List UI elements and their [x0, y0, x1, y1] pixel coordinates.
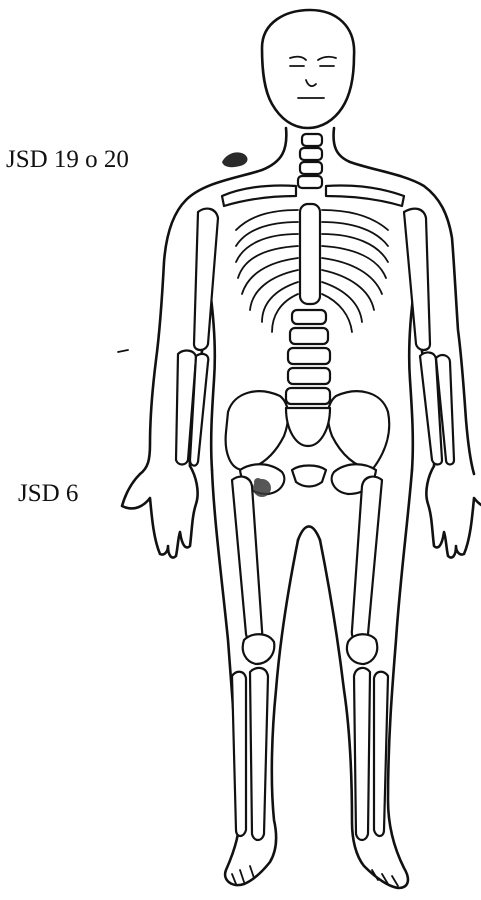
face-features [290, 57, 336, 98]
spine [286, 134, 330, 404]
marker-neck [222, 152, 247, 167]
tick-mark [118, 350, 128, 352]
leg-bones [232, 477, 388, 840]
